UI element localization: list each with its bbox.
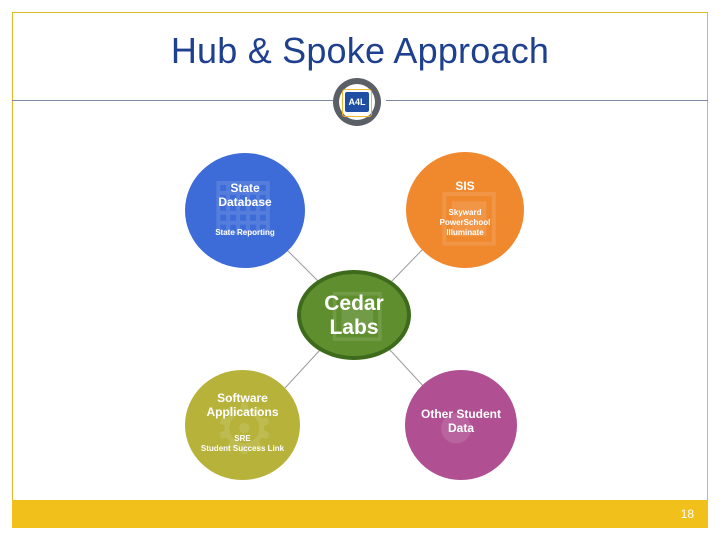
footer-bar: 18	[12, 500, 708, 528]
spoke-software-applications: ⚙ Software Applications SRE Student Succ…	[185, 370, 300, 480]
spoke-sis: ▣ SIS Skyward PowerSchool Illuminate	[406, 152, 524, 268]
spoke-state-detail: State Reporting	[215, 228, 275, 237]
spoke-other-title-2: Data	[447, 421, 474, 435]
people-icon: ●	[435, 385, 478, 463]
spoke-other-title-1: Other Student	[421, 407, 501, 421]
spoke-software-title-1: Software	[217, 391, 268, 405]
hub-title-2: Labs	[329, 316, 379, 339]
spoke-state-title-1: State	[230, 181, 260, 195]
lock-icon: ▣	[436, 174, 503, 252]
hub-cedar-labs: ▣ Cedar Labs	[297, 270, 411, 360]
title-rule-left	[12, 100, 334, 101]
spoke-state-title-2: Database	[218, 195, 272, 209]
slide-title: Hub & Spoke Approach	[170, 30, 550, 71]
logo: A4L	[333, 78, 381, 126]
gear-icon: ⚙	[213, 390, 276, 468]
spoke-sis-detail-3: Illuminate	[446, 228, 484, 237]
spoke-sis-detail-1: Skyward	[448, 208, 482, 217]
spoke-state-database: ▦ State Database State Reporting	[185, 153, 305, 268]
connector-other	[389, 349, 426, 389]
title-rule-right	[386, 100, 708, 101]
hub-title-1: Cedar	[324, 292, 384, 315]
connector-state	[284, 247, 321, 284]
spoke-software-title-2: Applications	[206, 405, 279, 419]
lock-icon: ▣	[327, 275, 388, 347]
page-number: 18	[680, 507, 694, 521]
spoke-sis-title: SIS	[455, 179, 475, 193]
spoke-software-detail-1: SRE	[234, 434, 251, 443]
connector-software	[284, 349, 321, 389]
spoke-software-detail-2: Student Success Link	[200, 444, 285, 453]
connector-sis	[389, 246, 426, 284]
spoke-sis-detail-2: PowerSchool	[439, 218, 491, 227]
building-icon: ▦	[210, 163, 277, 241]
spoke-other-student-data: ● Other Student Data	[405, 370, 517, 480]
logo-badge: A4L	[342, 89, 372, 117]
